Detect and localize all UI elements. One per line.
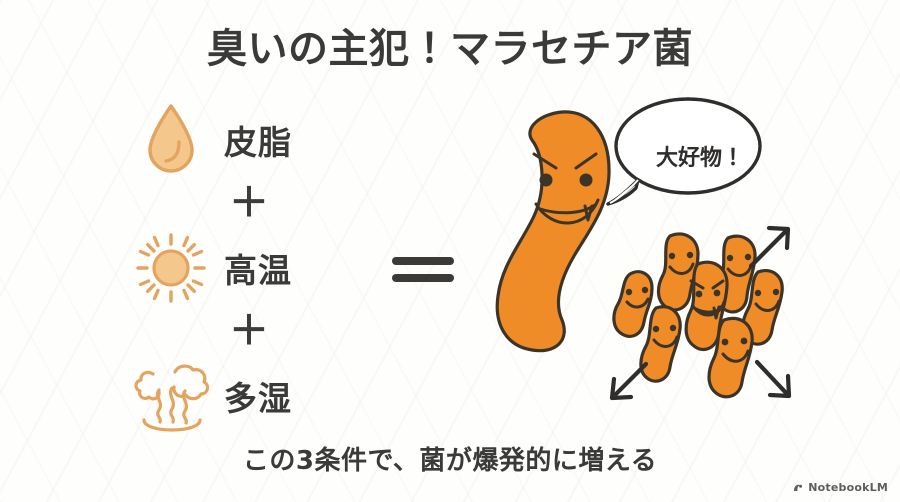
main-microbe [495, 110, 611, 353]
equals-icon [392, 248, 454, 292]
plus-icon: ＋ [229, 180, 269, 226]
arrow-down-left-icon [609, 361, 649, 401]
speech-bubble [606, 97, 762, 206]
colony-microbe [639, 305, 682, 383]
colony-microbe [656, 232, 700, 312]
colony-microbe [741, 269, 784, 346]
arrow-up-right-icon [748, 225, 791, 269]
equals-bar-top [392, 257, 454, 265]
sun-icon [128, 228, 214, 308]
speech-bubble-text: 大好物！ [655, 146, 744, 171]
watermark-label: NotebookLM [808, 481, 888, 494]
plus-icon: ＋ [229, 308, 269, 354]
conditions-list: 皮脂 ＋ [128, 100, 388, 432]
notebooklm-watermark: NotebookLM [792, 481, 888, 494]
notebooklm-logo-icon [792, 482, 804, 494]
microbe-colony [612, 232, 784, 399]
oil-droplet-icon [128, 100, 214, 180]
equals-bar-bottom [392, 274, 454, 282]
steam-hotspring-icon [128, 356, 214, 436]
condition-label-heat: 高温 [224, 251, 292, 290]
colony-microbe [612, 270, 654, 338]
colony-microbe [707, 316, 754, 399]
condition-row-sebum: 皮脂 [128, 100, 388, 180]
operator-plus-2: ＋ [128, 310, 388, 352]
page-title: 臭いの主犯！マラセチア菌 [207, 26, 693, 72]
condition-row-heat: 高温 [128, 228, 388, 308]
colony-microbe-evil [684, 260, 729, 352]
caption-text: この3条件で、菌が爆発的に増える [242, 446, 658, 476]
arrow-down-right-icon [754, 359, 792, 399]
condition-label-sebum: 皮脂 [224, 123, 292, 162]
condition-label-humidity: 多湿 [224, 379, 292, 418]
condition-row-humidity: 多湿 [128, 356, 388, 436]
operator-plus-1: ＋ [128, 182, 388, 224]
microbe-illustration: .mbody { fill:#F08C28; stroke:#3D3428; s… [470, 96, 800, 406]
growth-arrows [609, 225, 792, 401]
